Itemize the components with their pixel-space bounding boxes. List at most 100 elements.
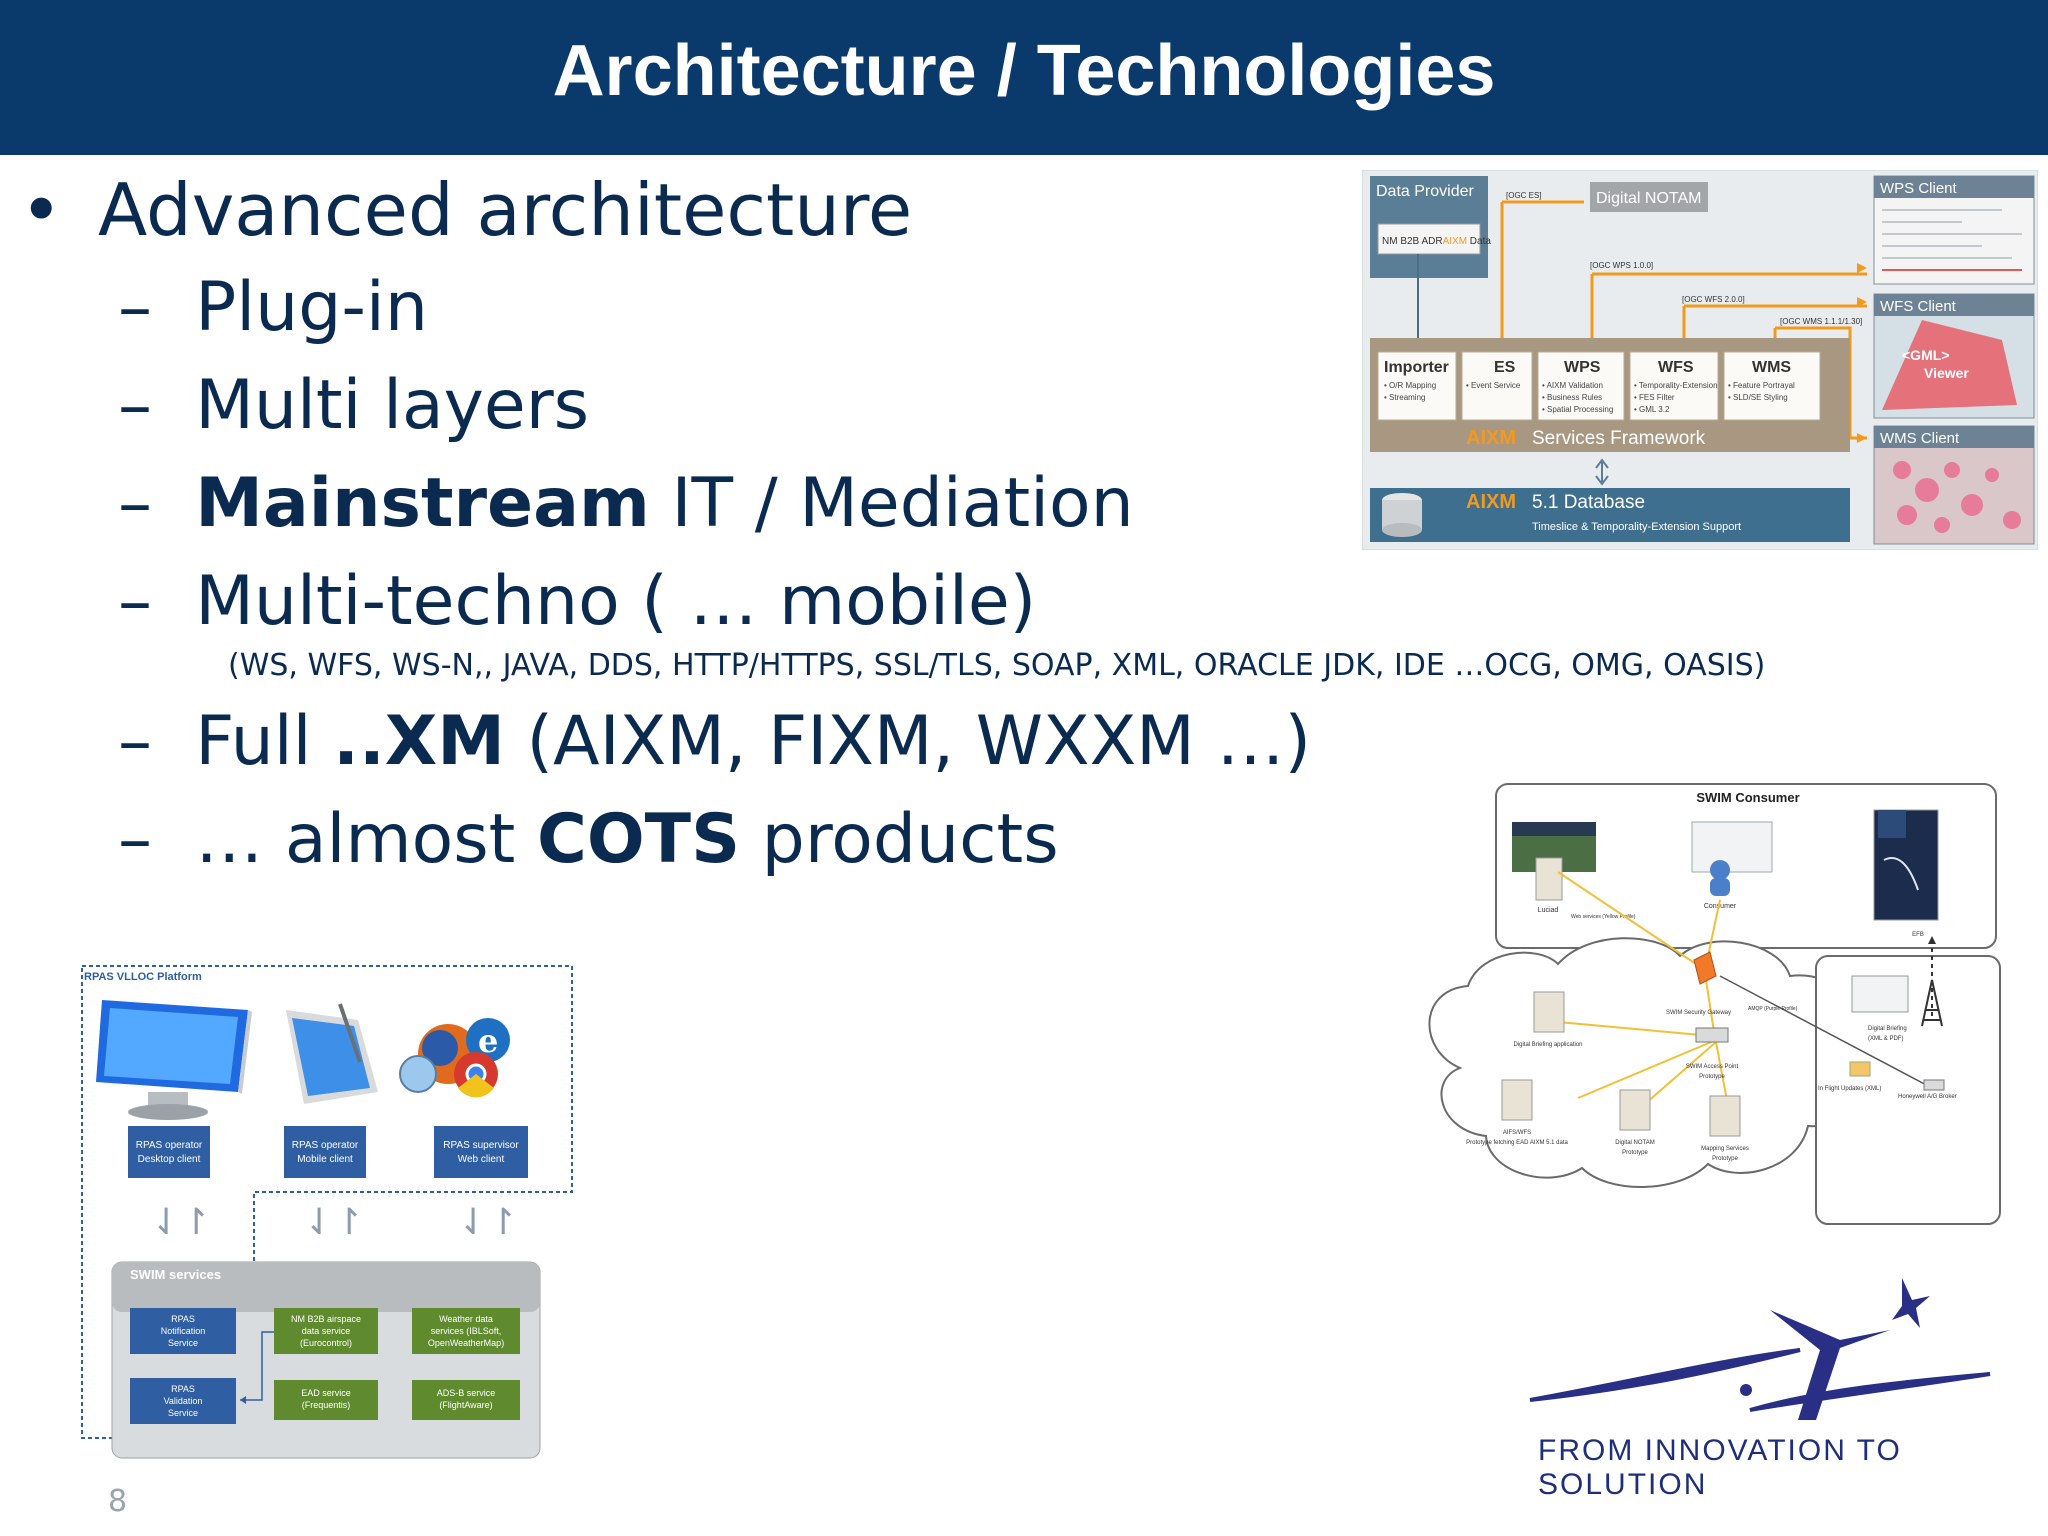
importer-line: • Streaming [1384, 393, 1425, 402]
access-point-line1: SWIM Access Point [1686, 1064, 1739, 1070]
platform-dashed-border [81, 965, 573, 1439]
dash: – [118, 268, 152, 347]
ead-service [274, 1380, 378, 1420]
sub-text: … almost [195, 800, 537, 879]
importer-box [1377, 351, 1457, 421]
wms-client-label: WMS Client [1880, 430, 1960, 447]
aifs-server-icon [1501, 1079, 1533, 1121]
dnotam-line2: Prototype [1622, 1150, 1648, 1156]
validation-line1: RPAS [171, 1384, 195, 1394]
wfs-line: • GML 3.2 [1634, 405, 1670, 414]
efb-label: EFB [1912, 932, 1924, 938]
desktop-icon [96, 1000, 252, 1120]
sub-bullet-plugin: – Plug-in [118, 268, 428, 347]
web-client-line2: Web client [458, 1154, 505, 1165]
conn-wps [1590, 272, 1867, 340]
digital-notam-label: Digital NOTAM [1596, 190, 1702, 207]
dash: – [118, 464, 152, 543]
exchange-arrows-icon: ⇃↾ [458, 1201, 518, 1242]
notification-line3: Service [168, 1338, 198, 1348]
page-number: 8 [108, 1484, 128, 1519]
db-label: 5.1 Database [1532, 492, 1645, 513]
importer-line: • O/R Mapping [1384, 381, 1436, 390]
efb-arrow [1928, 936, 1936, 944]
sub-bold: Mainstream [195, 464, 650, 543]
wps-client-label: WPS Client [1880, 180, 1958, 197]
title-bar [0, 0, 2048, 155]
nm-data: Data [1467, 236, 1491, 247]
nm-data-card [1377, 223, 1481, 255]
logo-figure [1770, 1310, 1890, 1420]
platform-label: RPAS VLLOC Platform [84, 971, 202, 983]
company-logo [1529, 1278, 1991, 1420]
db-aixm: AIXM [1466, 491, 1516, 513]
sub-bullet-mainstream: – Mainstream IT / Mediation [118, 464, 1134, 543]
dash: – [118, 366, 152, 445]
logo-dot [1740, 1384, 1752, 1396]
broker-device-icon [1923, 1079, 1945, 1091]
consumer-avatar-icon [1710, 878, 1730, 896]
inflight-label: In Flight Updates (XML) [1818, 1086, 1881, 1092]
brand-tagline: FROM INNOVATION TO SOLUTION [1538, 1434, 1902, 1501]
wfs-client-map-shape [1882, 320, 2017, 410]
yellow-links [1557, 871, 1729, 1111]
access-point-line2: Prototype [1699, 1074, 1725, 1080]
web-client-box [434, 1126, 528, 1178]
architecture-diagram: Data Provider NM B2B ADRAIXM Data Digita… [1362, 170, 2038, 550]
briefing-doc-line2: (XML & PDF) [1868, 1036, 1903, 1042]
validation-line2: Validation [164, 1396, 203, 1406]
wps-label: WPS [1564, 359, 1601, 376]
sub-bold: COTS [536, 800, 741, 879]
consumer-label: Consumer [1704, 903, 1737, 910]
swim-services-header [112, 1262, 540, 1312]
mobile-client-line2: Mobile client [297, 1154, 353, 1165]
aircraft-side-box [1815, 955, 2001, 1225]
sub-text: IT / Mediation [649, 464, 1134, 543]
tech-list: (WS, WFS, WS-N,, JAVA, DDS, HTTP/HTTPS, … [228, 648, 1766, 683]
mapping-line1: Mapping Services [1701, 1146, 1749, 1152]
service-connector [240, 1331, 274, 1401]
amqp-link [1719, 975, 1933, 1089]
ead-line2: (Frequentis) [302, 1400, 351, 1410]
consumer-avatar-icon [1710, 860, 1730, 880]
slide-title: Architecture / Technologies [552, 31, 1496, 111]
tablet-icon [286, 1003, 378, 1104]
wms-client-map-dots [1893, 461, 2021, 533]
wps-client-header [1874, 176, 2034, 198]
adsb-line1: ADS-B service [437, 1388, 496, 1398]
es-label: ES [1494, 359, 1516, 376]
sub-text: Full [195, 702, 334, 781]
nm-b2b-line1: NM B2B airspace [291, 1314, 361, 1324]
dnotam-line1: Digital NOTAM [1615, 1140, 1655, 1146]
weather-line2: services (IBLSoft, [431, 1326, 502, 1336]
nm-aixm: AIXM [1443, 236, 1467, 247]
db-sub: Timeslice & Temporality-Extension Suppor… [1532, 521, 1741, 533]
wps-box [1537, 351, 1625, 421]
security-gateway-icon [1693, 951, 1717, 985]
ogc-wps-label: [OGC WPS 1.0.0] [1590, 261, 1653, 270]
swim-consumer-label: SWIM Consumer [1696, 790, 1799, 805]
database-icon [1382, 523, 1422, 537]
wps-client-lines [1882, 209, 2022, 271]
desktop-client-line2: Desktop client [138, 1154, 201, 1165]
amqp-label: AMQP (Purple Profile) [1748, 1006, 1798, 1012]
wfs-line: • Temporality-Extension [1634, 381, 1718, 390]
ogc-wms-label: [OGC WMS 1.1.1/1.30] [1780, 317, 1862, 326]
gateway-label: SWIM Security Gateway [1666, 1010, 1731, 1016]
wms-label: WMS [1752, 359, 1791, 376]
mapping-line2: Prototype [1712, 1156, 1738, 1162]
sub-text: Plug-in [195, 268, 428, 347]
conn-wfs [1682, 304, 1867, 340]
sub-text: products [740, 800, 1059, 879]
antenna-icon [1921, 979, 1943, 1027]
wms-line: • Feature Portrayal [1728, 381, 1795, 390]
framework-label: Services Framework [1532, 428, 1706, 449]
adsb-service [412, 1380, 520, 1420]
digital-notam-box [1590, 182, 1708, 212]
es-line: • Event Service [1466, 381, 1521, 390]
sub-bullet-cots: – … almost COTS products [118, 800, 1059, 879]
exchange-arrows-icon: ⇃↾ [151, 1201, 211, 1242]
briefing-server-icon [1533, 991, 1565, 1033]
gml-viewer-line2: Viewer [1924, 365, 1969, 381]
rpas-notification-service [130, 1308, 236, 1354]
